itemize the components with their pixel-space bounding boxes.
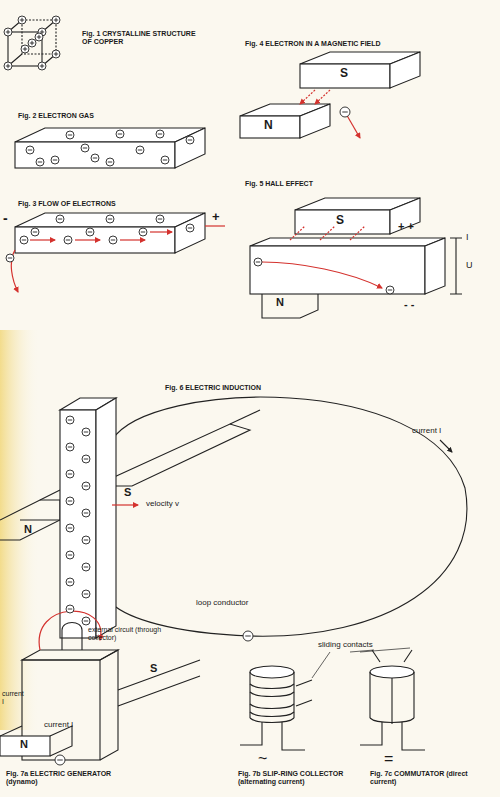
- annotation: sliding contacts: [318, 640, 373, 649]
- pole-label: N: [20, 738, 28, 751]
- annotation: current I: [412, 426, 441, 435]
- figure-caption: Fig. 3 FLOW OF ELECTRONS: [18, 200, 116, 208]
- cube-back: [22, 20, 56, 54]
- figure-caption: Fig. 2 ELECTRON GAS: [18, 112, 94, 120]
- pole-label: S: [336, 214, 344, 228]
- terminal-sign: -: [3, 210, 8, 226]
- pole-label: N: [264, 119, 273, 133]
- figure-caption: Fig. 6 ELECTRIC INDUCTION: [165, 384, 261, 392]
- charges: [4, 16, 394, 765]
- figure-caption: Fig. 4 ELECTRON IN A MAGNETIC FIELD: [245, 40, 381, 48]
- pole-label: N: [276, 296, 284, 309]
- current-symbol: =: [384, 750, 393, 768]
- figure-caption: Fig. 5 HALL EFFECT: [245, 180, 313, 188]
- figure-caption: Fig. 1 CRYSTALLINE STRUCTURE OF COPPER: [82, 30, 200, 46]
- annotation: velocity v: [146, 499, 179, 508]
- dimension-label: U: [466, 260, 473, 270]
- figure-caption: Fig. 7c COMMUTATOR (direct current): [370, 770, 480, 786]
- annotation: current I: [2, 690, 24, 706]
- annotation: loop conductor: [196, 598, 248, 607]
- pole-label: S: [124, 486, 131, 499]
- charge-sign: - -: [404, 298, 414, 311]
- current-arrow: [440, 440, 452, 452]
- cube-front: [8, 32, 42, 66]
- annotation: external circuit (through collector): [88, 626, 172, 642]
- dimension-label: I: [466, 232, 469, 242]
- red-arrows: [11, 90, 382, 650]
- figure-caption: Fig. 7b SLIP-RING COLLECTOR (alternating…: [238, 770, 348, 786]
- annotation: current I: [44, 720, 73, 729]
- terminal-sign: +: [212, 210, 220, 225]
- pole-label: N: [24, 523, 32, 536]
- charge-sign: + +: [398, 220, 414, 233]
- pole-label: S: [150, 662, 157, 675]
- current-symbol: ~: [258, 750, 267, 768]
- pole-label: S: [340, 67, 348, 81]
- line-art: [0, 20, 467, 760]
- paper-stain: [0, 330, 40, 730]
- figure-caption: Fig. 7a ELECTRIC GENERATOR (dynamo): [6, 770, 126, 786]
